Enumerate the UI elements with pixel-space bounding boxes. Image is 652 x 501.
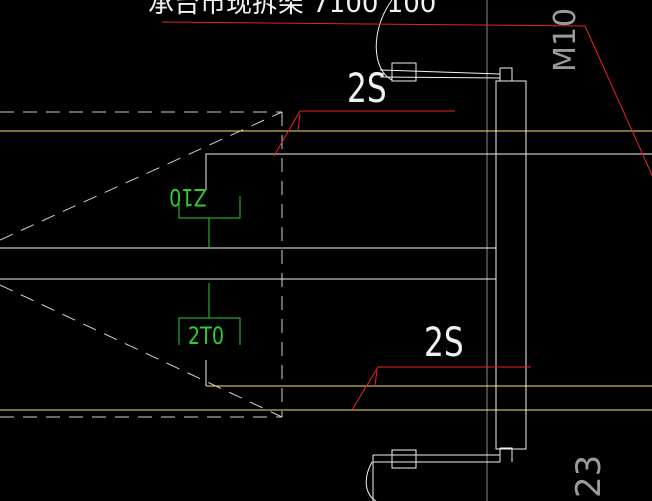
green-tag-upper-label: Z10 bbox=[169, 182, 207, 210]
yellow-reference-lines bbox=[0, 130, 652, 411]
upper-anchor-bracket bbox=[375, 0, 513, 82]
top-annotation-text: 承台市现拆架 7100 100 bbox=[148, 0, 436, 19]
green-tag-lower-label: 2T0 bbox=[188, 323, 224, 351]
lower-anchor-bracket bbox=[365, 447, 513, 501]
green-tag-lower bbox=[178, 283, 241, 345]
red-leader-lines bbox=[161, 21, 652, 411]
dashed-pile-cap-outline bbox=[0, 111, 283, 418]
bottom-right-number: 23 bbox=[569, 455, 609, 498]
top-right-vertical-label: M10 bbox=[548, 8, 583, 72]
green-tag-upper bbox=[178, 196, 241, 248]
section-mark-lower: 2S bbox=[424, 320, 464, 366]
section-mark-upper: 2S bbox=[347, 66, 387, 112]
white-beam-outlines bbox=[0, 80, 652, 450]
